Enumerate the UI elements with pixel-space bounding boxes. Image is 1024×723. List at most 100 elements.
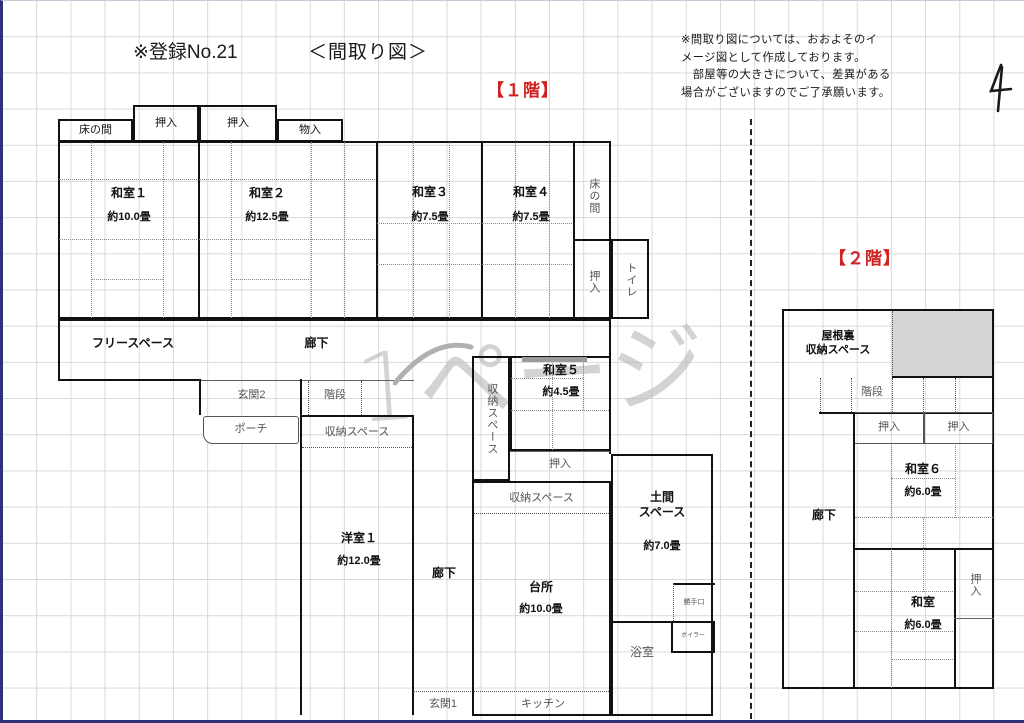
wall-between-washitsu1-2 [198,141,201,319]
wall-washitsu5-top-right [510,319,611,322]
tatami-line [923,517,924,548]
tatami-line [231,142,232,318]
tatami-line [91,142,92,318]
wall-between-washitsu3-4 [481,141,484,319]
wall-freespace-top [58,319,611,322]
tatami-line [855,517,993,518]
genkan1-label: 玄関1 [428,698,458,711]
kaidan2-dotted-mid2 [892,378,893,412]
floor-divider-line [750,119,752,719]
wall-kaidan-left [300,379,303,415]
tatami-line [552,357,553,450]
dotted-storage-bottom [302,447,412,448]
tatami-line [163,142,164,318]
storage-vertical-box [472,356,510,481]
tatami-line [377,264,480,265]
tatami-line [413,142,414,318]
toilet-box [611,239,649,319]
dotted-kitchen-storage-bottom [474,513,609,514]
wall-tokonoma-oshiire [573,239,613,242]
wall-kaidan2-bottom [819,412,994,415]
wall-storage-understairs-left [300,415,303,715]
washitsu5-box [510,356,611,451]
tatami-line [482,223,572,224]
dotted-genkan2-top [199,380,300,381]
page-title: ＜間取り図＞ [308,42,429,63]
tatami-line [511,378,583,379]
tatami-line [482,264,572,265]
kaidan2-dotted-mid3 [923,378,924,412]
tatami-line [199,179,375,180]
tatami-line [583,357,584,410]
wall-washitsu5-right [609,319,612,454]
tatami-line [855,591,955,592]
wall-freespace-left [58,319,61,381]
wall-between-washitsu2-3 [376,141,379,319]
closet-tokonoma-box [58,119,133,142]
porch-box [203,416,299,444]
oshiire2-left-box [854,412,924,444]
tatami-line [515,142,516,318]
disclaimer-note: ※間取り図については、おおよそのイ メージ図として作成しております。 部屋等の大… [681,34,891,99]
tatami-line [511,410,609,411]
oshiire2-right-box [924,412,993,444]
oshiire-washitsu5-label: 押入 [549,458,571,471]
door-swing-icon [393,342,474,386]
wall-oshiire-w5-top [510,451,610,453]
wall-youshitsu1-right [412,415,415,715]
tatami-line [449,142,450,318]
dotted-genkan1-top [413,691,613,692]
tatami-line [891,659,955,660]
wall-storage-understairs-top [300,415,413,418]
tatami-line [91,279,163,280]
kaidan2-dotted-left [820,378,821,412]
room-label-youshitsu1-size: 約12.0畳 [337,555,381,568]
closet-monoire-box [277,119,343,142]
tatami-line [891,478,955,479]
tatami-line [231,279,311,280]
tatami-line [377,223,480,224]
handwritten-four-icon [989,63,1013,113]
tatami-line [199,239,375,240]
tatami-line [855,631,955,632]
tatami-line [344,142,345,318]
registration-number: ※登録No.21 [133,42,238,63]
boiler-box [671,621,715,653]
wall-corridor2-right [853,412,856,689]
kaidan-dotted-right [361,381,362,415]
wall-katteguchi-top [673,583,715,586]
wall-oshiire2-lower-bottom [954,618,994,620]
tatami-line [891,445,892,518]
wall-attic-bottom [892,376,993,379]
kaidan-dotted-left [308,381,309,415]
kaidan2-dotted-mid4 [955,378,956,412]
floor-badge-second: 【２階】 [829,249,901,268]
kaidan-upper-label: 階段 [324,389,346,402]
kitchen-storage-box [472,481,611,716]
tatami-line [923,549,924,592]
wall-bath-top [611,621,673,624]
washitsu5-mat-accent [522,357,587,362]
dotted-katteguchi-left [673,583,674,621]
storage-under-stairs-label: 収納スペース [324,426,390,439]
tatami-line [955,445,956,518]
room-label-youshitsu1-name: 洋室１ [340,530,377,545]
wall-corridor-bottom [199,380,414,382]
corridor-lower-label: 廊下 [431,565,456,580]
tatami-line [59,239,197,240]
tatami-line [549,142,550,318]
closet-oshiire-1-box [133,105,199,142]
tatami-line [311,142,312,318]
attic-divider-dotted [892,311,893,377]
genkan2-label: 玄関2 [237,389,266,402]
floor2-outline [782,309,994,689]
wall-genkan2-left [199,379,202,415]
floor-badge-first: 【１階】 [487,81,559,100]
kaidan2-dotted-mid1 [851,378,852,412]
tatami-line [59,179,197,180]
tatami-line [891,549,892,688]
wall-freespace-bottom-left [58,379,199,382]
closet-oshiire-2-box [199,105,277,142]
washitsu-row-outline [58,141,611,319]
